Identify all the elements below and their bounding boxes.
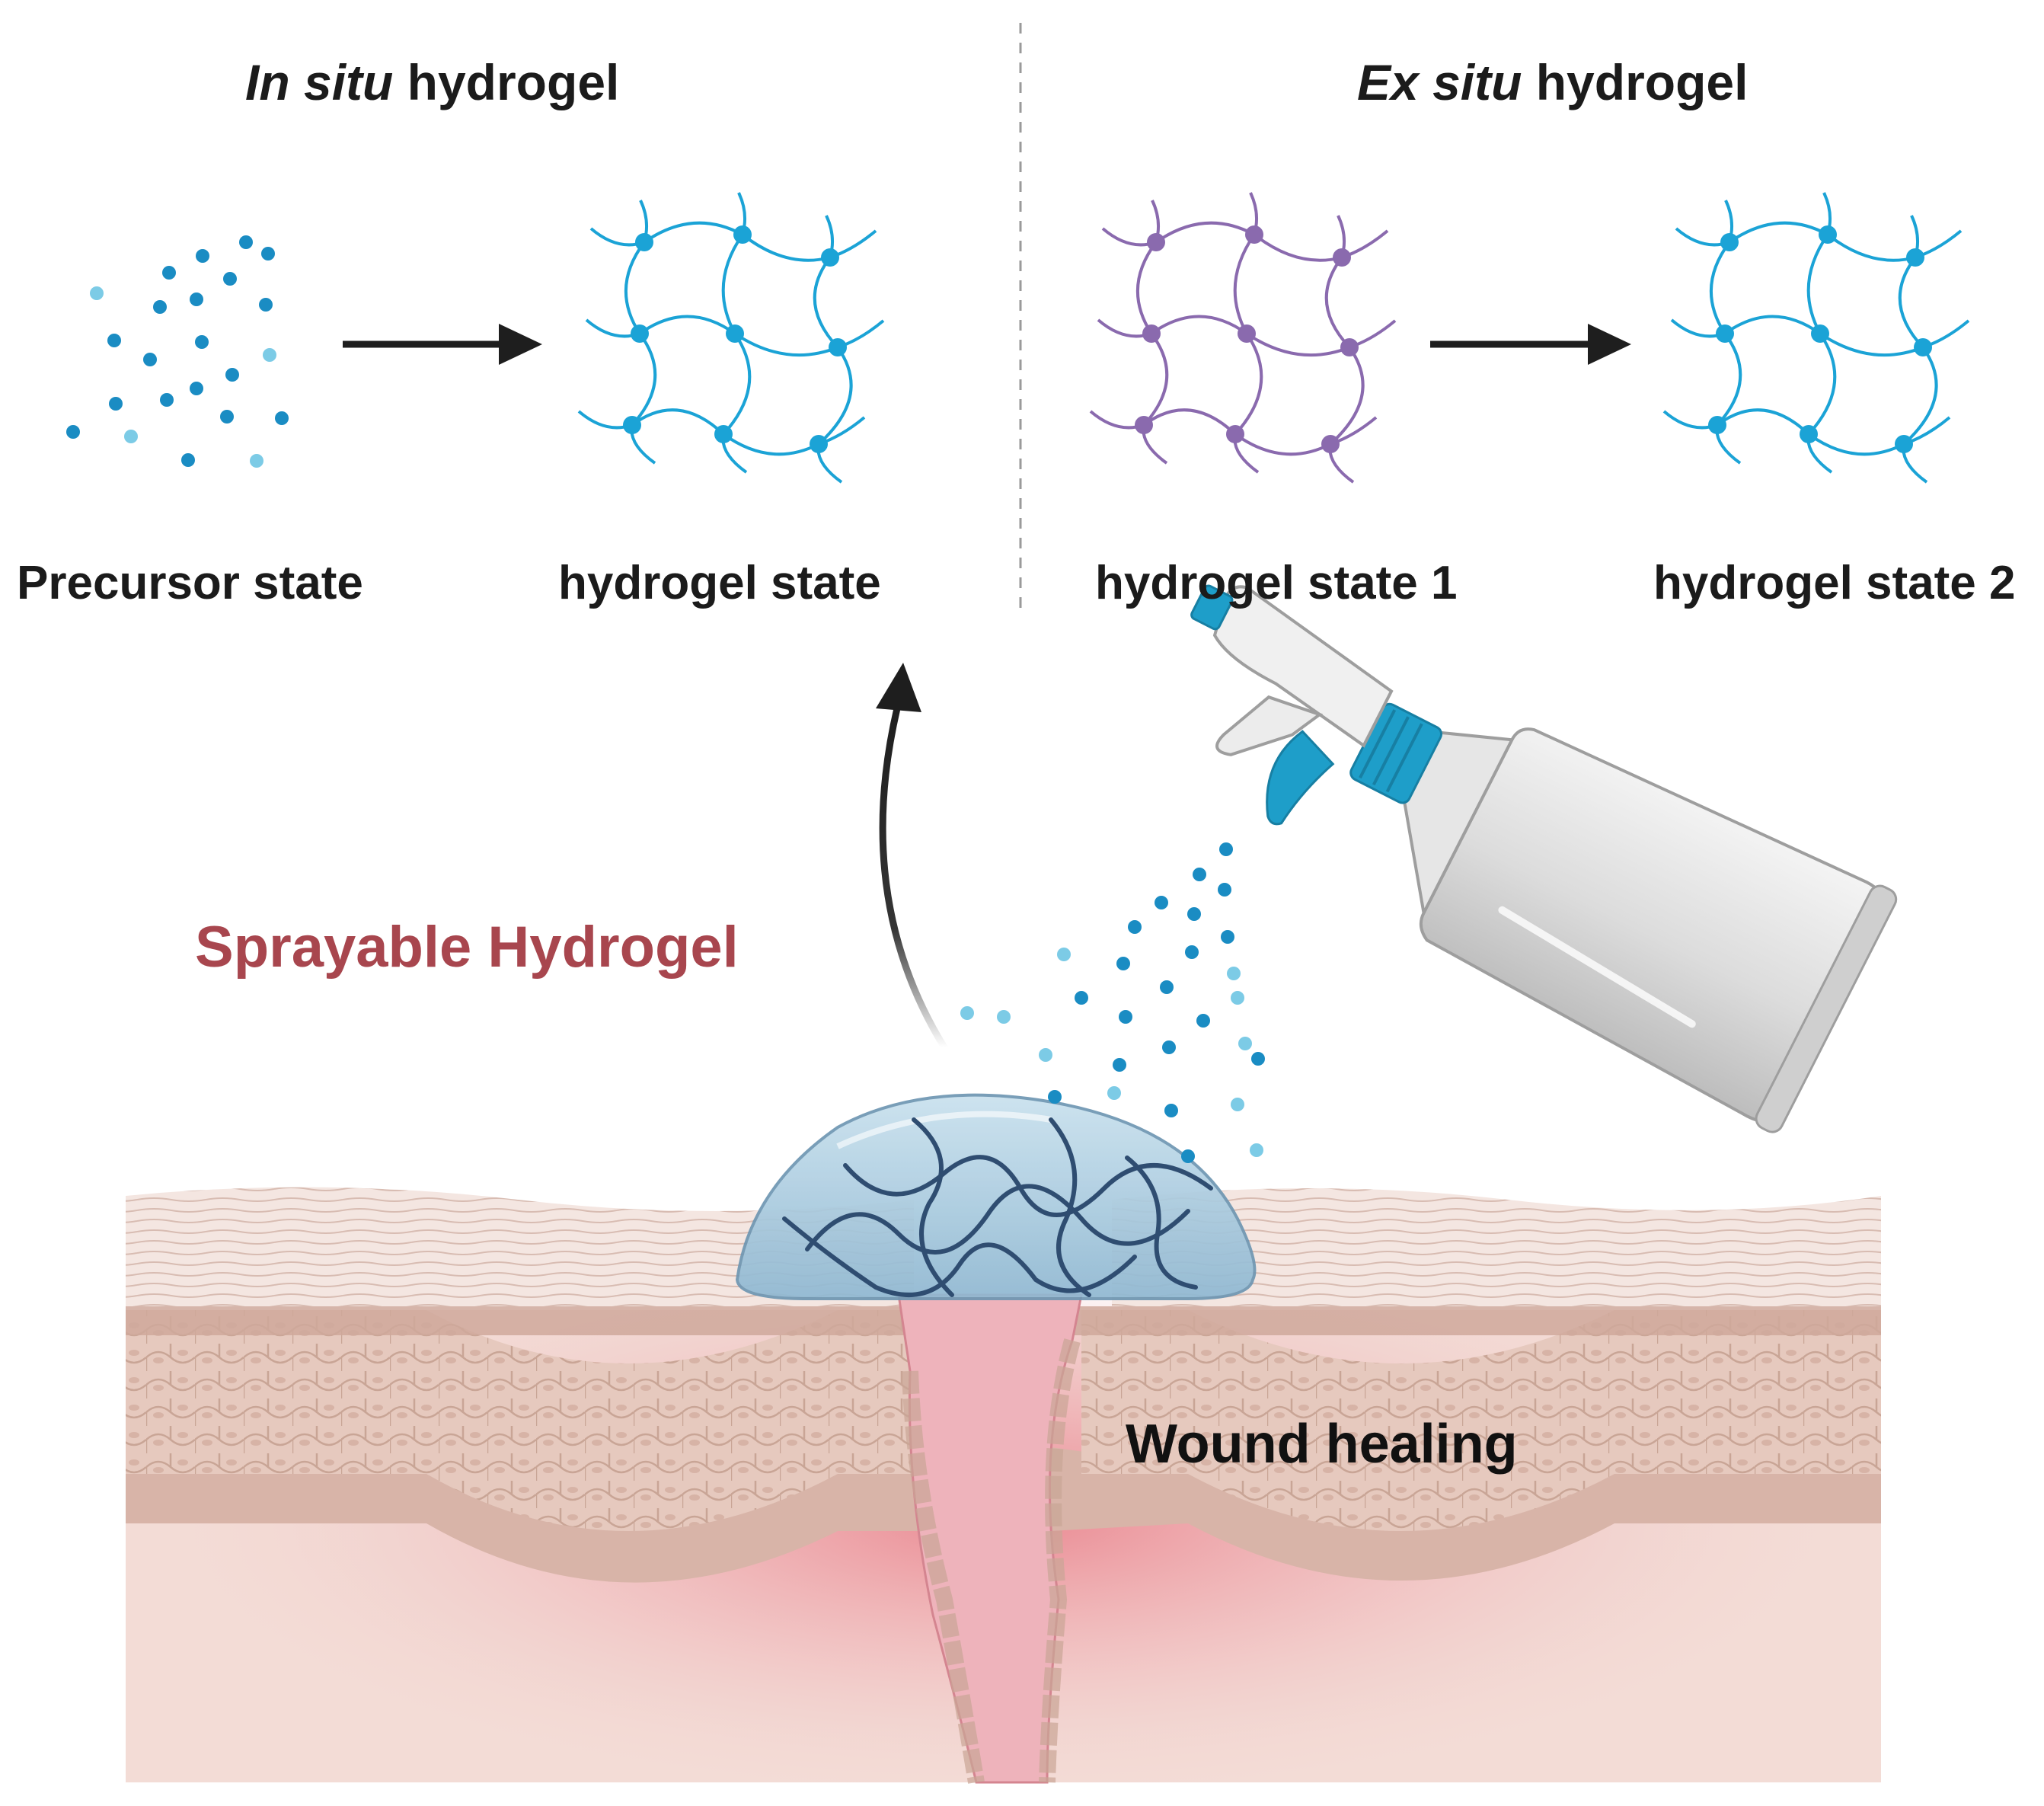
hydrogel-dome [735, 1093, 1257, 1300]
crosslink-node [1245, 225, 1263, 244]
crosslink-node [1142, 324, 1161, 343]
ex-situ-title-italic: Ex situ [1357, 54, 1522, 110]
crosslink-node [1895, 435, 1913, 453]
crosslink-node [1811, 324, 1829, 343]
crosslink-node [810, 435, 828, 453]
ex-situ-arrow [1430, 324, 1631, 365]
crosslink-node [1333, 248, 1351, 267]
hydrogel-state-2-label: hydrogel state 2 [1653, 557, 2016, 609]
in-situ-arrow [343, 324, 542, 365]
crosslink-node [821, 248, 839, 267]
crosslink-node [726, 324, 744, 343]
in-situ-title-rest: hydrogel [393, 54, 620, 110]
crosslink-node [1238, 324, 1256, 343]
spray-particles [960, 842, 1265, 1163]
wound-healing-label: Wound healing [1126, 1414, 1518, 1475]
precursor-particles [66, 235, 289, 468]
ex-situ-hydrogel-network-1 [1089, 192, 1397, 484]
in-situ-title: In situ hydrogel [245, 53, 619, 111]
crosslink-node [1914, 338, 1932, 356]
in-situ-title-italic: In situ [245, 54, 394, 110]
ex-situ-title-rest: hydrogel [1522, 54, 1749, 110]
crosslink-node [1906, 248, 1924, 267]
crosslink-node [1340, 338, 1359, 356]
ex-situ-hydrogel-network-2 [1662, 192, 1970, 484]
spray-bottle [1190, 584, 1898, 1133]
crosslink-node [1321, 435, 1340, 453]
hydrogel-state-label: hydrogel state [558, 557, 881, 609]
ex-situ-title: Ex situ hydrogel [1357, 53, 1748, 111]
precursor-state-label: Precursor state [17, 557, 363, 609]
crosslink-node [635, 233, 653, 251]
crosslink-node [1819, 225, 1837, 244]
hydrogel-state-1-label: hydrogel state 1 [1095, 557, 1458, 609]
crosslink-node [829, 338, 847, 356]
crosslink-node [733, 225, 752, 244]
crosslink-node [1800, 425, 1818, 443]
crosslink-node [1720, 233, 1739, 251]
skin-cross-section [126, 1187, 1881, 1784]
crosslink-node [1135, 416, 1153, 434]
crosslink-node [714, 425, 733, 443]
curved-arrow [876, 663, 948, 1051]
crosslink-node [1147, 233, 1165, 251]
crosslink-node [631, 324, 649, 343]
crosslink-node [1708, 416, 1726, 434]
crosslink-node [623, 416, 641, 434]
crosslink-node [1226, 425, 1244, 443]
sprayable-hydrogel-label: Sprayable Hydrogel [195, 915, 739, 980]
crosslink-node [1716, 324, 1734, 343]
in-situ-hydrogel-network [577, 192, 885, 484]
